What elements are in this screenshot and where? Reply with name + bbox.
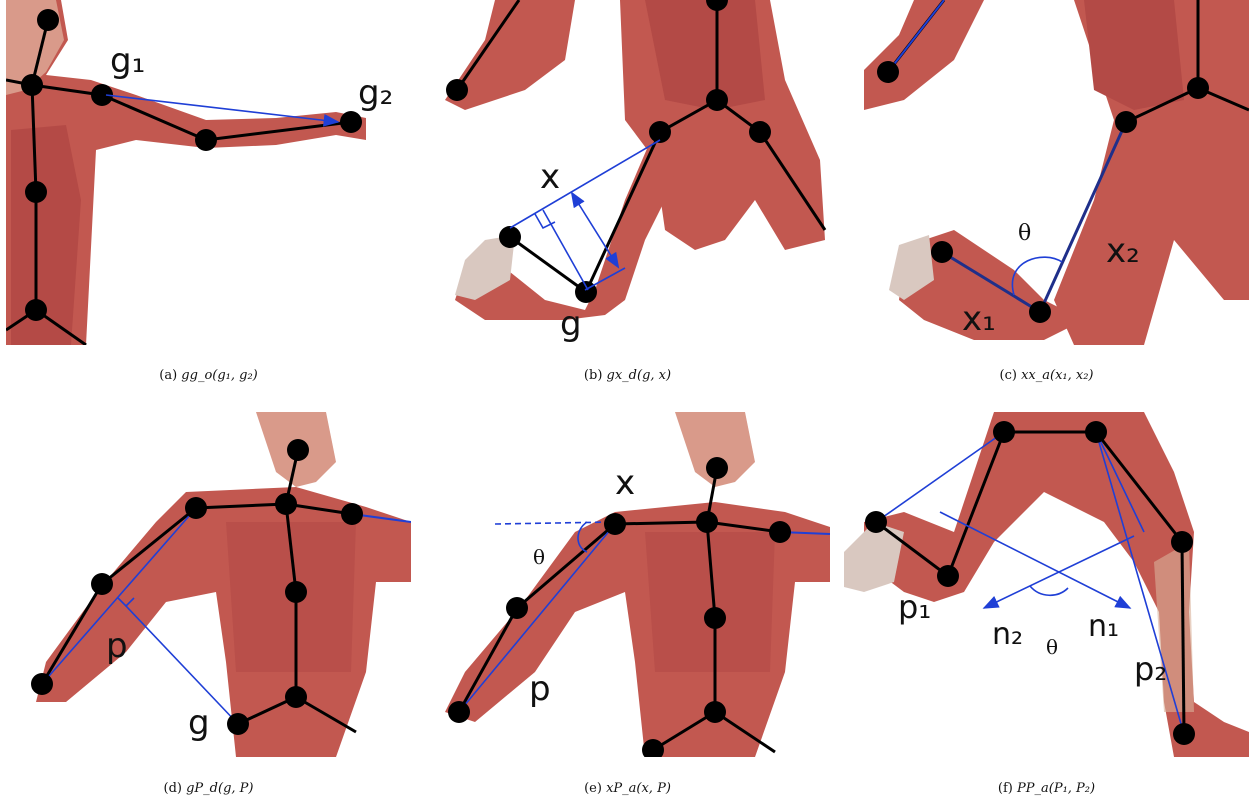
label-n2: n₂	[992, 617, 1023, 652]
panel-a: g₁ g₂	[6, 0, 411, 345]
joint-foot	[931, 241, 953, 263]
joint-pelvis	[704, 701, 726, 723]
joint-knee	[575, 281, 597, 303]
joint-shoulder-left	[185, 497, 207, 519]
label-x1: x₁	[962, 299, 996, 339]
caption-d-formula: gP_d(g, P)	[186, 781, 253, 796]
joint-elbow	[195, 129, 217, 151]
joint-pelvis	[25, 299, 47, 321]
joint-head	[287, 439, 309, 461]
joint-knee-right	[1171, 531, 1193, 553]
caption-e: (e) xP_a(x, P)	[425, 781, 830, 796]
label-g: g	[188, 703, 210, 743]
joint-pelvis	[1187, 77, 1209, 99]
joint-hand	[877, 61, 899, 83]
label-g1: g₁	[110, 41, 145, 81]
caption-a-letter: (a)	[159, 368, 177, 383]
caption-f-formula: PP_a(P₁, P₂)	[1017, 781, 1095, 796]
label-p: p	[529, 669, 551, 709]
caption-b-letter: (b)	[584, 368, 602, 383]
caption-b-formula: gx_d(g, x)	[607, 368, 672, 383]
joint-knee	[1029, 301, 1051, 323]
label-n1: n₁	[1088, 609, 1119, 644]
joint-hand	[340, 111, 362, 133]
joint-head	[706, 457, 728, 479]
joint-spine	[285, 581, 307, 603]
panel-e: x θ p	[425, 412, 830, 757]
panel-e-figure: x θ p	[425, 412, 830, 757]
caption-c-formula: xx_a(x₁, x₂)	[1021, 368, 1093, 383]
panel-d: p g	[6, 412, 411, 757]
label-p: p	[106, 626, 128, 666]
joint-pelvis	[285, 686, 307, 708]
panel-c-figure: θ x₂ x₁	[844, 0, 1249, 345]
joint-hip-left	[993, 421, 1015, 443]
label-g2: g₂	[358, 73, 393, 113]
joint-hip	[1115, 111, 1137, 133]
joint-elbow	[91, 573, 113, 595]
caption-e-formula: xP_a(x, P)	[606, 781, 671, 796]
caption-f: (f) PP_a(P₁, P₂)	[844, 781, 1249, 796]
joint-neck	[696, 511, 718, 533]
panel-f-figure: p₁ n₂ n₁ θ p₂	[844, 412, 1249, 757]
normal-n2	[984, 536, 1134, 608]
label-x: x	[615, 463, 635, 503]
joint-elbow	[506, 597, 528, 619]
joint-knee-left	[937, 565, 959, 587]
caption-c: (c) xx_a(x₁, x₂)	[844, 368, 1249, 383]
joint-hand	[31, 673, 53, 695]
joint-shoulder-left	[604, 513, 626, 535]
panel-a-figure: g₁ g₂	[6, 0, 411, 345]
panel-b: x g	[425, 0, 830, 345]
joint-foot	[499, 226, 521, 248]
caption-e-letter: (e)	[584, 781, 602, 796]
label-theta: θ	[1018, 221, 1031, 246]
joint-pelvis	[706, 89, 728, 111]
angle-arc	[1030, 586, 1068, 595]
label-theta: θ	[1046, 635, 1058, 659]
panel-f: p₁ n₂ n₁ θ p₂	[844, 412, 1249, 757]
joint-hip-right	[1085, 421, 1107, 443]
joint-neck	[21, 74, 43, 96]
label-x: x	[540, 157, 560, 197]
joint-shoulder-right	[769, 521, 791, 543]
label-g: g	[560, 304, 582, 344]
panel-d-figure: p g	[6, 412, 411, 757]
joint-shoulder-right	[341, 503, 363, 525]
joint-hip-left	[649, 121, 671, 143]
joint-hip-right	[749, 121, 771, 143]
caption-a: (a) gg_o(g₁, g₂)	[6, 368, 411, 383]
caption-a-formula: gg_o(g₁, g₂)	[181, 368, 257, 383]
joint-hand	[448, 701, 470, 723]
panel-b-figure: x g	[425, 0, 830, 345]
label-theta: θ	[533, 545, 545, 569]
joint-head	[37, 9, 59, 31]
caption-c-letter: (c)	[1000, 368, 1017, 383]
joint-spine	[704, 607, 726, 629]
caption-d-letter: (d)	[164, 781, 182, 796]
panel-c: θ x₂ x₁	[844, 0, 1249, 345]
caption-f-letter: (f)	[998, 781, 1013, 796]
label-p2: p₂	[1134, 650, 1167, 688]
label-x2: x₂	[1106, 231, 1140, 271]
joint-neck	[275, 493, 297, 515]
joint-hand	[446, 79, 468, 101]
joint-hip	[227, 713, 249, 735]
label-p1: p₁	[898, 588, 931, 626]
joint-foot-left	[865, 511, 887, 533]
joint-spine	[25, 181, 47, 203]
joint-foot-right	[1173, 723, 1195, 745]
caption-b: (b) gx_d(g, x)	[425, 368, 830, 383]
caption-d: (d) gP_d(g, P)	[6, 781, 411, 796]
